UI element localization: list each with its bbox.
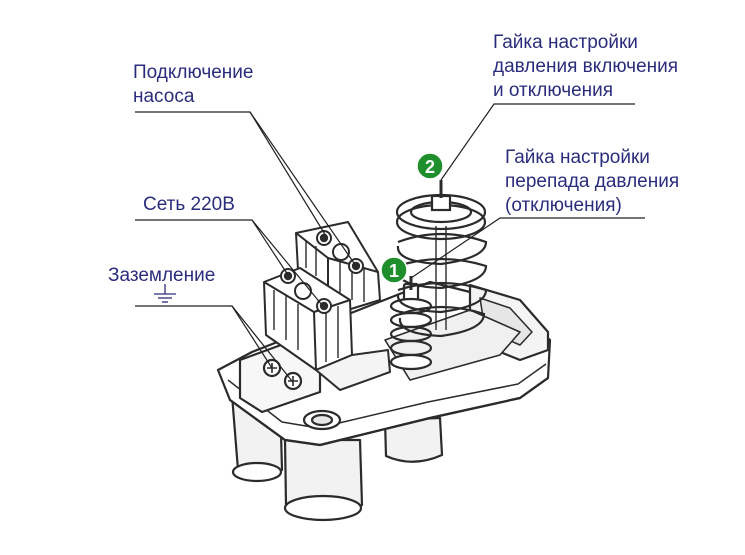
marker-1-label: 1 [389,261,399,281]
leader-grounding-2 [231,305,293,382]
label-nut-onoff-line1: Гайка настройки [493,32,638,53]
leader-nut-onoff [440,103,635,181]
leader-lines [135,103,645,382]
label-nut-diff-line2: перепада давления [505,171,680,192]
label-nut-diff-line3: (отключения) [505,195,622,216]
terminal-block-mains [263,267,391,391]
label-nut-diff: Гайка настройки перепада давления (отклю… [505,146,679,218]
label-nut-diff-line1: Гайка настройки [505,147,650,168]
large-spring [395,180,488,338]
label-pump-connection: Подключение насоса [133,61,253,109]
label-mains-text: Сеть 220В [143,194,235,215]
leader-nut-diff [410,217,645,279]
label-nut-onoff-line2: давления включения [493,56,679,77]
leader-mains-2 [251,219,323,306]
label-grounding-text: Заземление [108,265,216,286]
marker-1: 1 [380,256,408,284]
ground-symbol-icon [154,284,176,303]
label-pump-connection-line1: Подключение [133,62,254,83]
label-nut-onoff-line3: и отключения [493,80,614,101]
label-pump-connection-line2: насоса [133,86,195,107]
label-grounding: Заземление [108,264,215,288]
label-mains: Сеть 220В [143,193,235,217]
leader-pump-connection [135,111,327,237]
small-spring [389,276,433,371]
marker-2: 2 [416,152,444,180]
leader-pump-connection-2 [249,111,357,267]
label-nut-onoff: Гайка настройки давления включения и отк… [493,31,678,103]
marker-2-label: 2 [425,157,435,177]
